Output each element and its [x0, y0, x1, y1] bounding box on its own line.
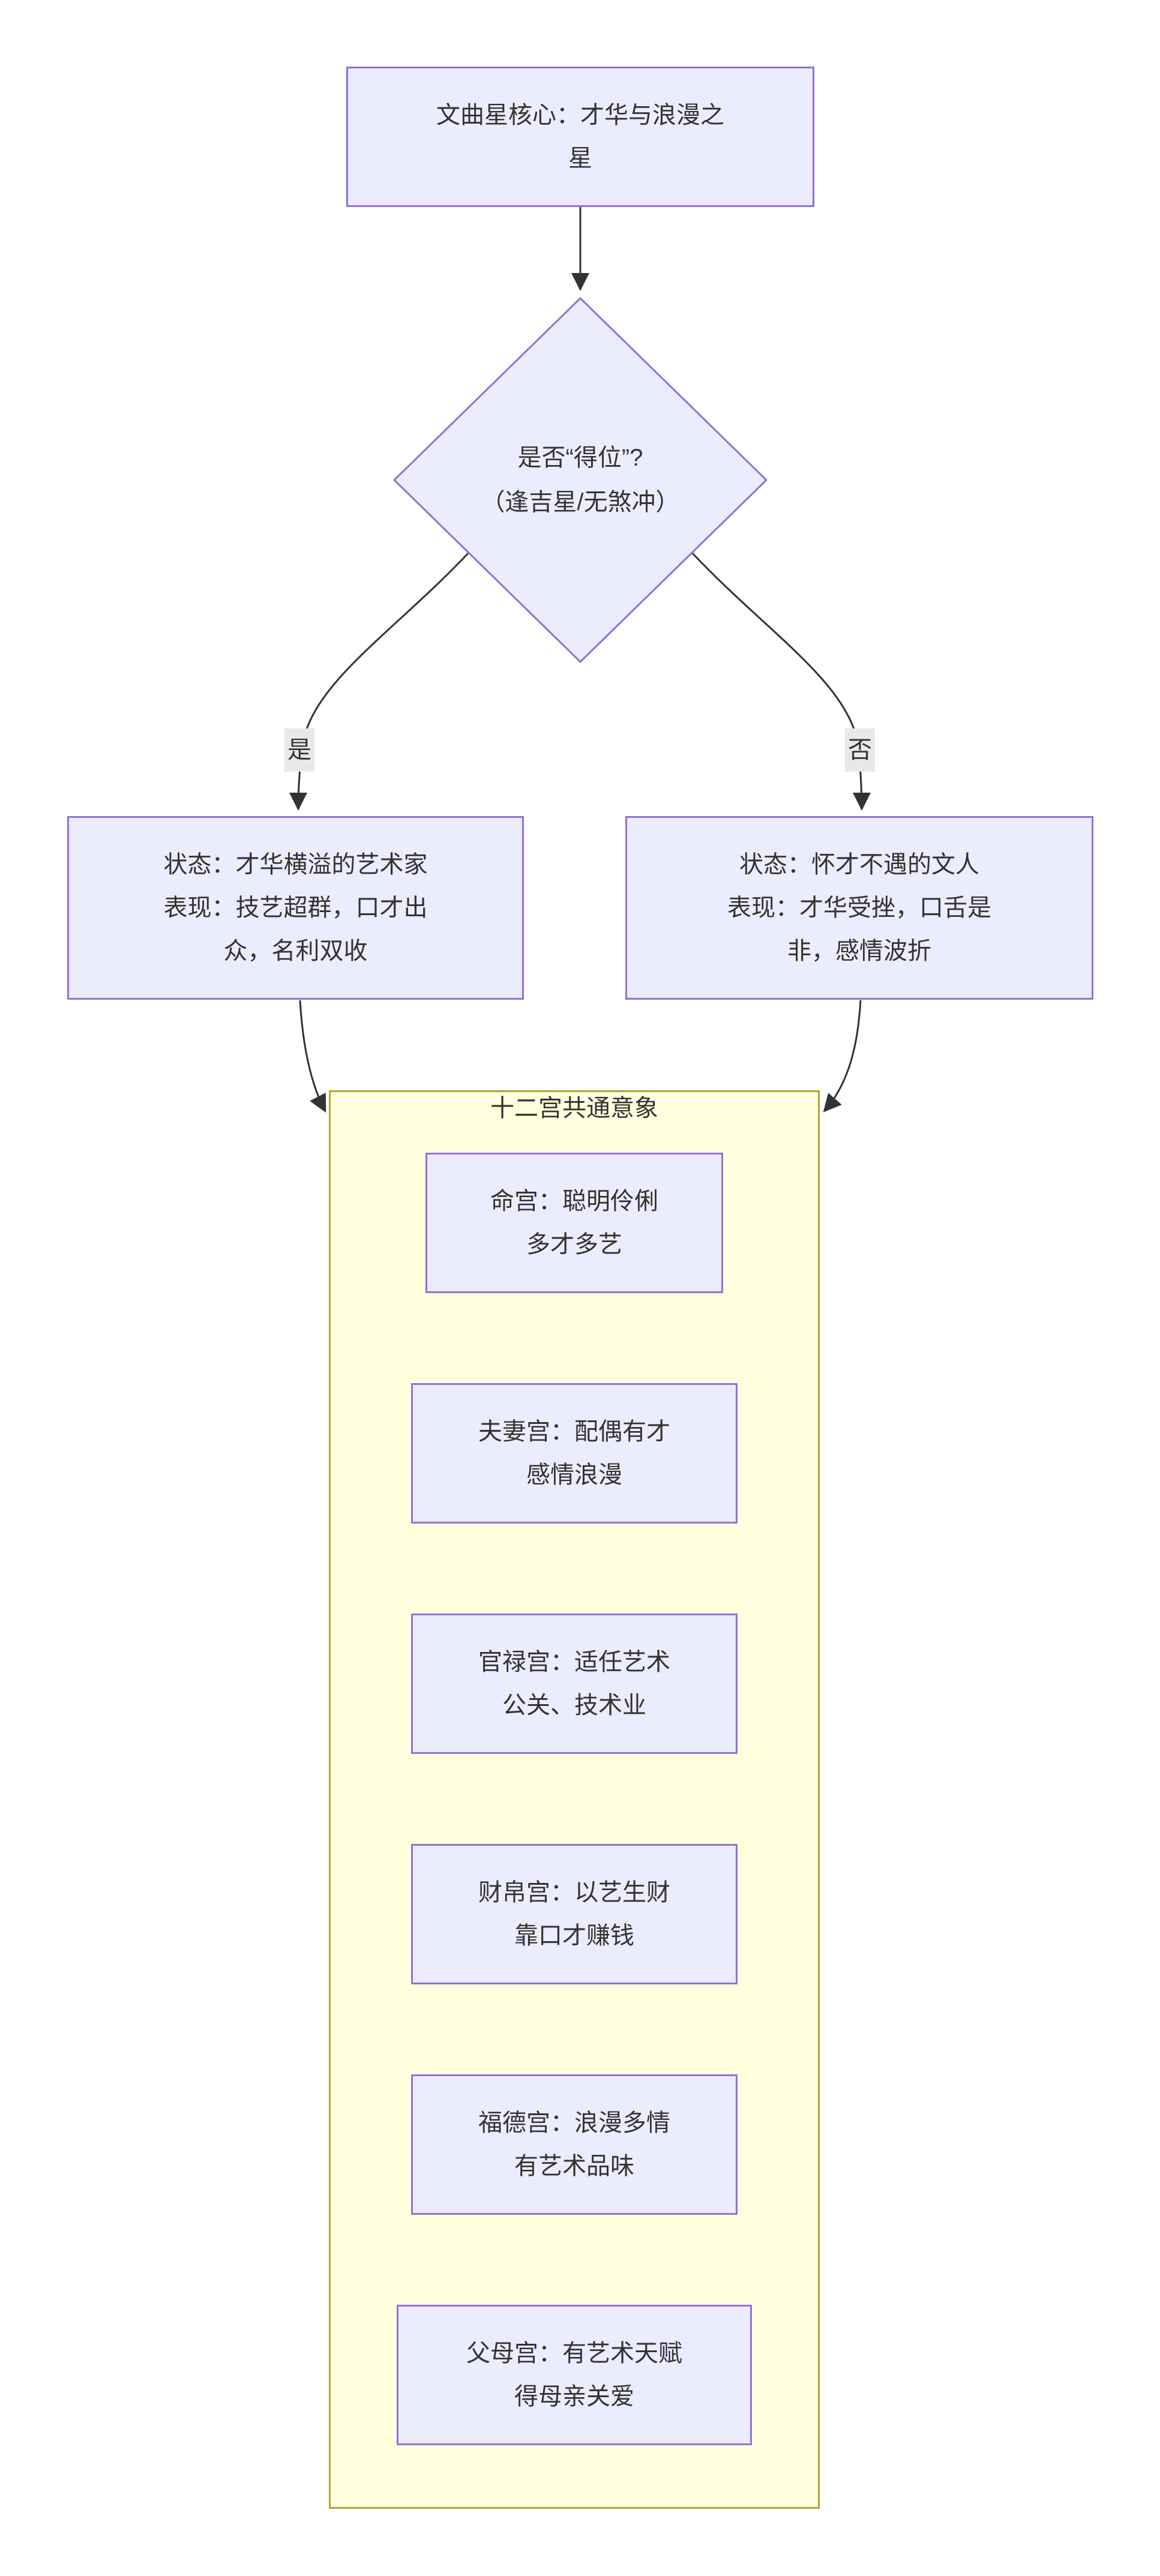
yes-outcome-node: 状态：才华横溢的艺术家 表现：技艺超群，口才出 众，名利双收 — [67, 816, 524, 1000]
no-outcome-line2: 表现：才华受挫，口舌是 — [727, 895, 991, 921]
palace-node-wealth: 财帛宫：以艺生财 靠口才赚钱 — [411, 1844, 738, 1984]
palace-career-line2: 公关、技术业 — [502, 1692, 646, 1719]
edge-label-no: 否 — [845, 728, 875, 772]
no-outcome-line1: 状态：怀才不遇的文人 — [739, 851, 979, 878]
edge-no-to-cluster — [823, 1000, 862, 1112]
palace-spouse-line1: 夫妻宫：配偶有才 — [478, 1419, 670, 1445]
edge-yes-to-cluster — [299, 1000, 326, 1113]
palace-life-line1: 命宫：聪明伶俐 — [490, 1188, 658, 1214]
palace-fortune-line2: 有艺术品味 — [514, 2153, 634, 2179]
palace-fortune-line1: 福德宫：浪漫多情 — [478, 2110, 670, 2136]
edge-decision-to-no — [691, 551, 871, 811]
decision-node: 是否“得位”? （逢吉星/无煞冲） — [394, 298, 766, 662]
root-node-text-line2: 星 — [568, 145, 592, 172]
palace-node-career: 官禄宫：适任艺术 公关、技术业 — [411, 1614, 738, 1754]
cluster-twelve-palaces — [329, 1090, 820, 2509]
decision-diamond-shape — [392, 296, 768, 664]
yes-outcome-line1: 状态：才华横溢的艺术家 — [163, 851, 428, 878]
cluster-title: 十二宫共通意象 — [490, 1095, 658, 1121]
edge-label-yes: 是 — [284, 728, 314, 772]
palace-node-fortune: 福德宫：浪漫多情 有艺术品味 — [411, 2074, 738, 2215]
palace-wealth-line1: 财帛宫：以艺生财 — [478, 1879, 670, 1906]
palace-wealth-line2: 靠口才赚钱 — [514, 1923, 634, 1949]
palace-node-parents: 父母宫：有艺术天赋 得母亲关爱 — [397, 2305, 752, 2445]
yes-outcome-line2: 表现：技艺超群，口才出 — [163, 895, 428, 921]
palace-life-line2: 多才多艺 — [526, 1231, 622, 1258]
palace-node-spouse: 夫妻宫：配偶有才 感情浪漫 — [411, 1383, 738, 1524]
palace-parents-line1: 父母宫：有艺术天赋 — [466, 2340, 682, 2367]
root-node-text-line1: 文曲星核心：才华与浪漫之 — [436, 102, 724, 128]
root-node: 文曲星核心：才华与浪漫之 星 — [346, 67, 814, 207]
decision-text-line1: 是否“得位”? — [517, 445, 643, 471]
palace-career-line1: 官禄宫：适任艺术 — [478, 1649, 670, 1675]
decision-text-line2: （逢吉星/无煞冲） — [481, 489, 680, 515]
edge-decision-to-yes — [289, 551, 470, 811]
no-outcome-node: 状态：怀才不遇的文人 表现：才华受挫，口舌是 非，感情波折 — [625, 816, 1093, 1000]
no-outcome-line3: 非，感情波折 — [787, 938, 931, 964]
palace-parents-line2: 得母亲关爱 — [514, 2383, 634, 2410]
palace-node-life: 命宫：聪明伶俐 多才多艺 — [425, 1153, 723, 1293]
palace-spouse-line2: 感情浪漫 — [526, 1462, 622, 1488]
yes-outcome-line3: 众，名利双收 — [223, 938, 368, 964]
